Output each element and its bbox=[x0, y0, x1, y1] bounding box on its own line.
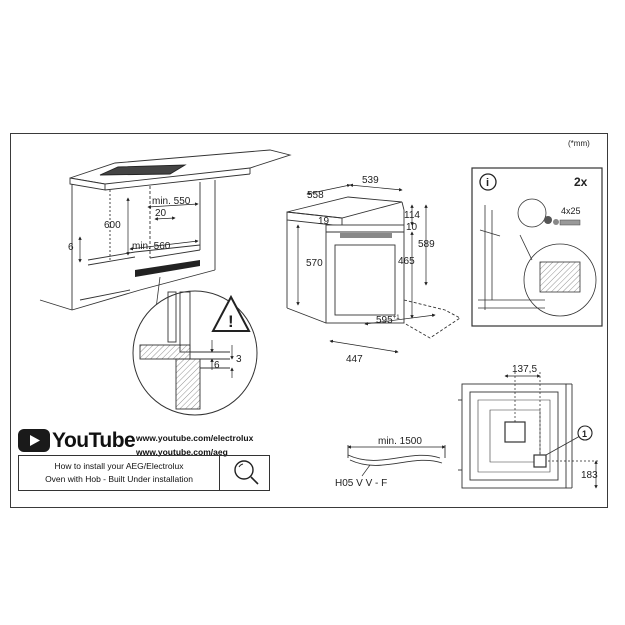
cable-type-label: H05 V V - F bbox=[335, 478, 387, 489]
youtube-url-electrolux[interactable]: www.youtube.com/electrolux bbox=[136, 433, 254, 443]
caption-line-1: How to install your AEG/Electrolux bbox=[54, 461, 184, 471]
oven-depth-447: 447 bbox=[346, 354, 363, 365]
info-icon bbox=[479, 173, 497, 191]
back-view-drawing bbox=[458, 383, 573, 489]
detail-circle: 6 3 ! bbox=[132, 290, 258, 416]
detail-dim-6: 6 bbox=[214, 360, 220, 371]
screw-panel: i 2x 4x25 bbox=[471, 167, 603, 327]
min-depth-label: min. 560 bbox=[132, 241, 171, 252]
oven-top-10: 10 bbox=[406, 222, 418, 233]
screw-icon bbox=[544, 216, 581, 226]
caption-line-2: Oven with Hob - Built Under installation bbox=[45, 474, 193, 484]
oven-depth-total: 558 bbox=[307, 190, 324, 201]
youtube-url-aeg[interactable]: www.youtube.com/aeg bbox=[136, 447, 228, 457]
unit-note: (*mm) bbox=[568, 139, 590, 148]
oven-height-589: 589 bbox=[418, 239, 435, 250]
gap-label: 20 bbox=[155, 208, 167, 219]
youtube-urls: www.youtube.com/electrolux www.youtube.c… bbox=[136, 431, 253, 459]
oven-top-114: 114 bbox=[404, 210, 420, 221]
youtube-search-caption: How to install your AEG/Electrolux Oven … bbox=[21, 460, 217, 486]
connection-marker-label: 1 bbox=[582, 429, 587, 439]
oven-width-595: 595+1 bbox=[376, 315, 400, 326]
warning-icon-symbol: ! bbox=[228, 312, 234, 331]
oven-drawing bbox=[286, 196, 461, 339]
cable-drawing bbox=[347, 445, 446, 477]
bottom-gap-label: 6 bbox=[68, 242, 74, 253]
cabinet-height-label: 600 bbox=[104, 220, 121, 231]
cabinet-dimension-lines bbox=[78, 197, 199, 263]
back-center-square bbox=[504, 421, 526, 443]
search-icon[interactable] bbox=[225, 456, 265, 490]
back-view-dimension-lines bbox=[504, 372, 600, 489]
oven-dimension-lines bbox=[296, 183, 436, 354]
plinth-strip bbox=[135, 260, 200, 277]
min-width-label: min. 550 bbox=[152, 196, 191, 207]
detail-dim-3: 3 bbox=[236, 354, 242, 365]
cabinet-drawing bbox=[39, 149, 292, 311]
search-divider bbox=[219, 456, 220, 490]
oven-top-19: 19 bbox=[318, 216, 330, 227]
connection-marker-icon bbox=[577, 425, 593, 441]
warning-icon bbox=[211, 294, 251, 332]
oven-height-570: 570 bbox=[306, 258, 323, 269]
info-icon-symbol: i bbox=[486, 177, 489, 189]
screw-count-label: 2x bbox=[574, 175, 588, 189]
youtube-logo-text: YouTube bbox=[52, 429, 136, 452]
instruction-sheet-frame bbox=[10, 133, 608, 508]
back-offset-y: 183 bbox=[581, 470, 598, 481]
back-offset-x: 137,5 bbox=[512, 364, 537, 375]
oven-depth-body: 539 bbox=[362, 175, 379, 186]
youtube-play-icon bbox=[18, 429, 50, 452]
cable-connection-point bbox=[533, 454, 547, 468]
screw-size-label: 4x25 bbox=[561, 206, 581, 216]
cable-min-length: min. 1500 bbox=[378, 436, 422, 447]
oven-height-465: 465 bbox=[398, 256, 415, 267]
youtube-search-box[interactable]: How to install your AEG/Electrolux Oven … bbox=[18, 455, 270, 491]
connection-pointer bbox=[545, 435, 581, 456]
